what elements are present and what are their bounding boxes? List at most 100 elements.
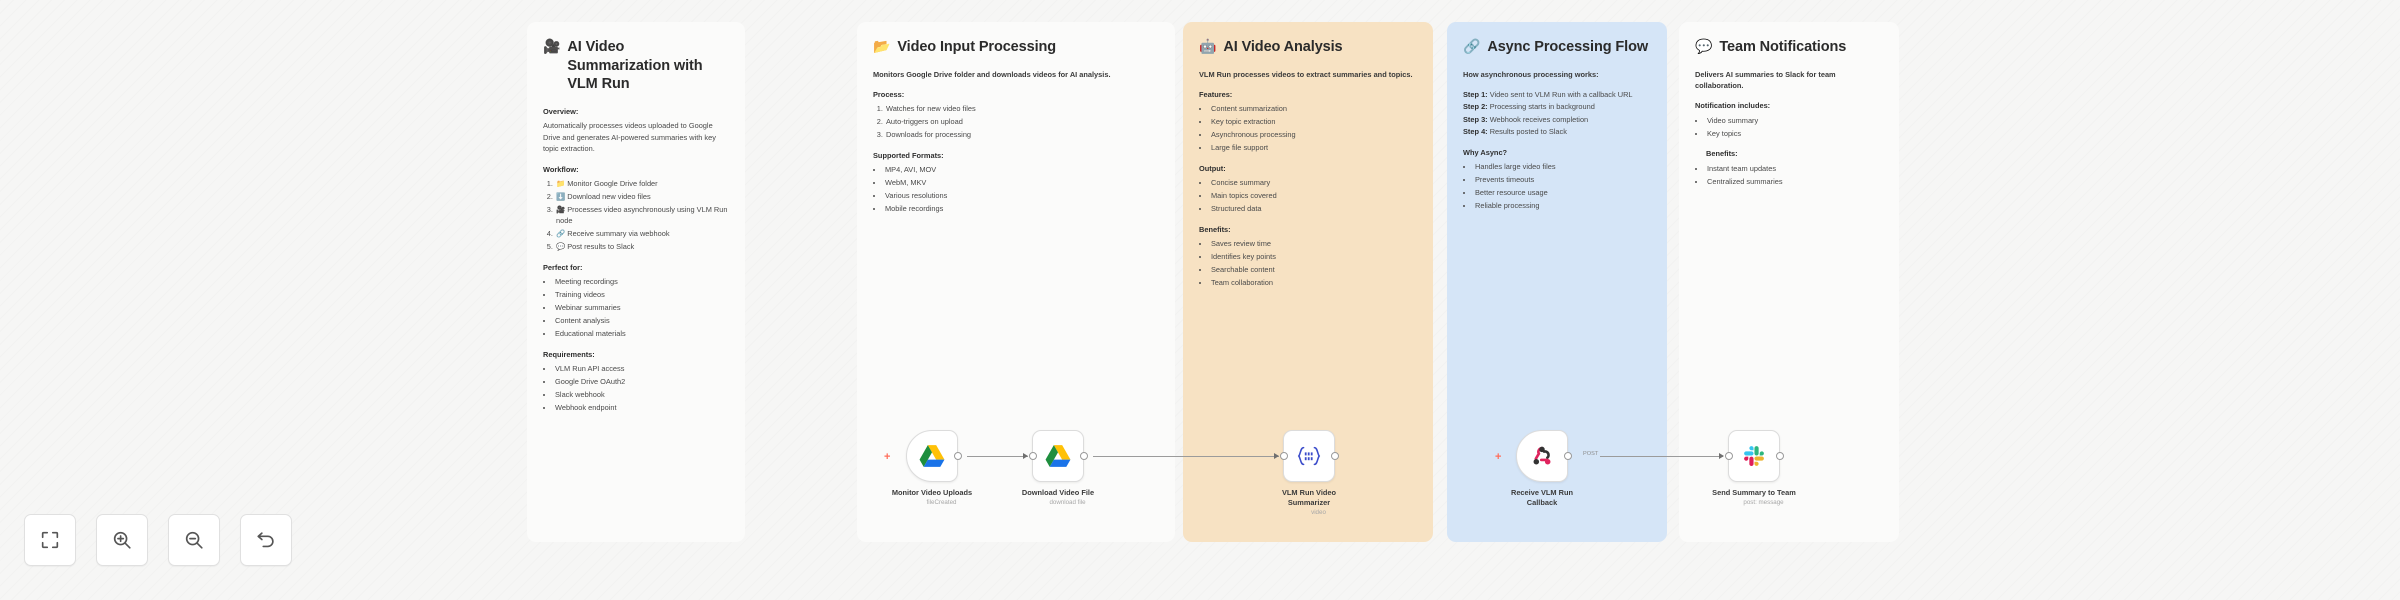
reset-button[interactable]	[240, 514, 292, 566]
canvas-toolbar[interactable]	[24, 514, 292, 566]
node-box[interactable]	[1724, 430, 1784, 482]
node-subtitle: post: message	[1743, 498, 1784, 506]
node-vlm-run-video-summarizer[interactable]: VLM Run Video Summarizer video	[1279, 430, 1354, 516]
list-item: Saves review time	[1210, 238, 1417, 249]
list-item: Educational materials	[554, 328, 729, 339]
step-text: Results posted to Slack	[1489, 127, 1567, 137]
connector-arrowhead	[1274, 452, 1279, 459]
step-text: Video sent to VLM Run with a callback UR…	[1489, 90, 1633, 100]
node-label: Send Summary to Team	[1712, 488, 1796, 497]
google-drive-icon	[1045, 445, 1071, 467]
list-item: Prevents timeouts	[1474, 174, 1651, 185]
node-input-port[interactable]	[1724, 452, 1733, 460]
note-body: VLM Run processes videos to extract summ…	[1199, 69, 1417, 289]
list-item: Centralized summaries	[1706, 176, 1883, 187]
list-item: Downloads for processing	[885, 129, 1159, 140]
node-input-port[interactable]	[1028, 452, 1037, 460]
node-label: VLM Run Video Summarizer	[1281, 488, 1337, 507]
benefits-list: Saves review time Identifies key points …	[1210, 238, 1417, 288]
list-item: Content analysis	[554, 315, 729, 326]
step-label: Step 4:	[1463, 127, 1488, 137]
zoom-in-button[interactable]	[96, 514, 148, 566]
list-item: Identifies key points	[1210, 251, 1417, 262]
list-item: Team collaboration	[1210, 277, 1417, 288]
note-title-text: AI Video Analysis	[1223, 39, 1343, 55]
node-send-summary-to-team[interactable]: Send Summary to Team post: message	[1712, 430, 1799, 506]
list-item: Large file support	[1210, 142, 1417, 153]
section-heading: Supported Formats:	[873, 150, 944, 160]
list-item: 💬 Post results to Slack	[555, 241, 729, 252]
list-item: 🎥 Processes video asynchronously using V…	[555, 204, 729, 227]
note-title: 📂 Video Input Processing	[873, 38, 1159, 57]
section-heading: Benefits:	[1706, 149, 1738, 159]
notification-includes-list: Video summary Key topics	[1706, 115, 1883, 139]
node-output-port[interactable]	[1563, 452, 1572, 460]
add-node-marker-start[interactable]: +	[884, 451, 891, 463]
list-item: ⬇️ Download new video files	[555, 191, 729, 202]
node-label: Download Video File	[1021, 488, 1095, 497]
node-output-port[interactable]	[1079, 452, 1088, 460]
slack-icon	[1744, 446, 1764, 467]
section-heading: Output:	[1199, 163, 1226, 173]
note-title: 💬 Team Notifications	[1695, 38, 1883, 57]
node-download-video-file[interactable]: Download Video File download file	[1022, 430, 1103, 506]
note-lead: How asynchronous processing works:	[1463, 69, 1599, 79]
node-subtitle: download file	[1049, 498, 1086, 506]
list-item: Various resolutions	[884, 190, 1159, 201]
sticky-note-overview[interactable]: 🎥 AI Video Summarization with VLM Run Ov…	[527, 22, 745, 542]
node-receive-vlm-run-callback[interactable]: Receive VLM Run Callback	[1511, 430, 1587, 509]
list-item: VLM Run API access	[554, 363, 729, 374]
list-item: 📁 Monitor Google Drive folder	[555, 178, 729, 189]
note-title-text: Team Notifications	[1719, 39, 1847, 55]
list-item: Concise summary	[1210, 177, 1417, 188]
note-lead: Monitors Google Drive folder and downloa…	[873, 69, 1111, 79]
list-item: Google Drive OAuth2	[554, 376, 729, 387]
connector-label-post: POST	[1583, 451, 1599, 457]
why-async-list: Handles large video files Prevents timeo…	[1474, 161, 1651, 211]
webhook-icon	[1533, 446, 1551, 465]
zoom-out-button[interactable]	[168, 514, 220, 566]
requirements-list: VLM Run API access Google Drive OAuth2 S…	[554, 363, 729, 413]
benefits-list: Instant team updates Centralized summari…	[1706, 163, 1883, 187]
list-item: Webhook endpoint	[554, 402, 729, 413]
section-heading: Benefits:	[1199, 224, 1231, 234]
note-lead: VLM Run processes videos to extract summ…	[1199, 69, 1413, 79]
google-drive-icon	[919, 445, 945, 467]
zoom-out-icon	[185, 531, 203, 549]
list-item: Key topics	[1706, 128, 1883, 139]
list-item: Handles large video files	[1474, 161, 1651, 172]
features-list: Content summarization Key topic extracti…	[1210, 103, 1417, 153]
node-box[interactable]	[906, 430, 962, 482]
node-output-port[interactable]	[1330, 452, 1339, 460]
list-item: Slack webhook	[554, 389, 729, 400]
perfect-for-list: Meeting recordings Training videos Webin…	[554, 276, 729, 339]
sticky-note-team-notifications[interactable]: 💬 Team Notifications Delivers AI summari…	[1679, 22, 1899, 542]
vlm-run-icon	[1297, 446, 1321, 466]
list-item: Instant team updates	[1706, 163, 1883, 174]
node-box[interactable]	[1028, 430, 1088, 482]
robot-icon: 🤖	[1199, 38, 1217, 54]
sticky-note-video-input-processing[interactable]: 📂 Video Input Processing Monitors Google…	[857, 22, 1175, 542]
list-item: Structured data	[1210, 203, 1417, 214]
zoom-in-icon	[113, 531, 131, 549]
workflow-steps-list: 📁 Monitor Google Drive folder ⬇️ Downloa…	[555, 178, 729, 253]
node-input-port[interactable]	[1279, 452, 1288, 460]
note-body: Overview: Automatically processes videos…	[543, 106, 729, 414]
note-title: 🤖 AI Video Analysis	[1199, 38, 1417, 57]
note-body: Delivers AI summaries to Slack for team …	[1695, 69, 1883, 188]
node-monitor-video-uploads[interactable]: Monitor Video Uploads fileCreated	[892, 430, 977, 506]
list-item: Better resource usage	[1474, 187, 1651, 198]
node-output-port[interactable]	[953, 452, 962, 460]
node-box[interactable]	[1516, 430, 1572, 482]
node-box[interactable]	[1279, 430, 1339, 482]
list-item: MP4, AVI, MOV	[884, 164, 1159, 175]
list-item: Searchable content	[1210, 264, 1417, 275]
add-node-marker-webhook[interactable]: +	[1495, 451, 1502, 463]
list-item: Video summary	[1706, 115, 1883, 126]
list-item: 🔗 Receive summary via webhook	[555, 228, 729, 239]
supported-formats-list: MP4, AVI, MOV WebM, MKV Various resoluti…	[884, 164, 1159, 214]
section-heading: Workflow:	[543, 164, 579, 174]
node-output-port[interactable]	[1775, 452, 1784, 460]
fit-to-view-button[interactable]	[24, 514, 76, 566]
